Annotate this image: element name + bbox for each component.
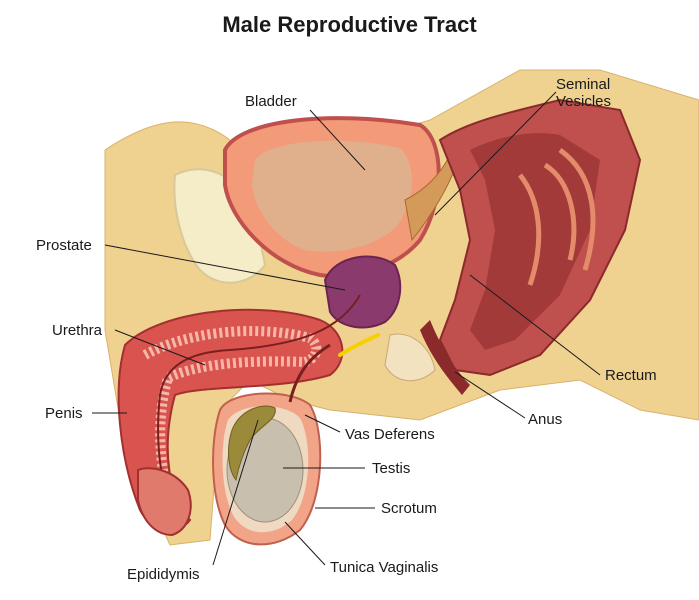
label-anus: Anus	[528, 411, 563, 428]
label-urethra: Urethra	[52, 322, 103, 339]
erectile-tissue	[142, 326, 322, 502]
rectum-leader	[469, 274, 601, 376]
vas-deferens-duct	[288, 343, 331, 403]
label-vas-deferens: Vas Deferens	[345, 426, 435, 443]
label-tunica-vaginalis: Tunica Vaginalis	[330, 559, 439, 576]
label-scrotum: Scrotum	[381, 500, 437, 517]
glans	[137, 467, 192, 537]
ejaculatory-duct	[338, 333, 380, 357]
label-testis: Testis	[372, 460, 411, 477]
urethra-channel	[157, 294, 361, 511]
penis-shaft	[117, 308, 344, 530]
label-rectum: Rectum	[605, 367, 657, 384]
label-bladder: Bladder	[245, 93, 297, 110]
leader-lines	[92, 91, 601, 566]
tunica-vaginalis-leader	[284, 521, 326, 566]
vas-deferens-leader	[304, 414, 341, 433]
bladder-interior	[252, 140, 412, 252]
label-epididymis: Epididymis	[127, 566, 200, 583]
label-seminal-vesicles-line1: Seminal	[556, 76, 611, 93]
label-prostate: Prostate	[36, 237, 92, 254]
perineal-tissue	[384, 333, 436, 382]
urethra-leader	[114, 329, 206, 366]
prostate-leader	[104, 244, 346, 291]
seminal-vesicles-leader	[434, 91, 557, 216]
anal-canal	[420, 320, 470, 395]
anus-leader	[454, 371, 526, 419]
bladder-leader	[309, 109, 366, 171]
prostate-gland	[323, 255, 402, 329]
epididymis-leader	[212, 419, 259, 566]
epididymis-body	[228, 405, 276, 482]
diagram-title: Male Reproductive Tract	[222, 12, 477, 37]
label-seminal-vesicles-line2: Vesicles	[556, 93, 612, 110]
label-penis: Penis	[45, 405, 83, 422]
rectal-folds	[518, 147, 596, 286]
